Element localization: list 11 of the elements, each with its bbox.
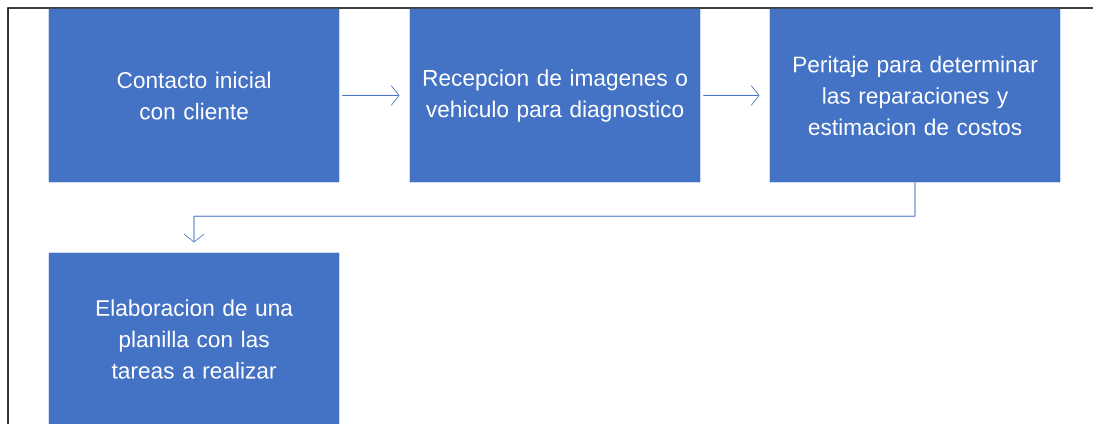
process-box (409, 8, 701, 183)
arrow (341, 85, 400, 106)
process-box (769, 8, 1061, 183)
process-box (48, 8, 340, 183)
arrow (183, 181, 916, 243)
box-text: Recepcion de imagenes o vehiculo para diagnostico (423, 69, 687, 122)
arrow (702, 85, 760, 106)
box-text: Contacto inicial con cliente (117, 71, 270, 120)
process-box (48, 252, 340, 424)
box-text: Elaboracion de una planilla con las tareas a realizar (96, 299, 293, 379)
box-text: Peritaje para determinar las reparaciones y estimacion de costos (794, 55, 1038, 136)
